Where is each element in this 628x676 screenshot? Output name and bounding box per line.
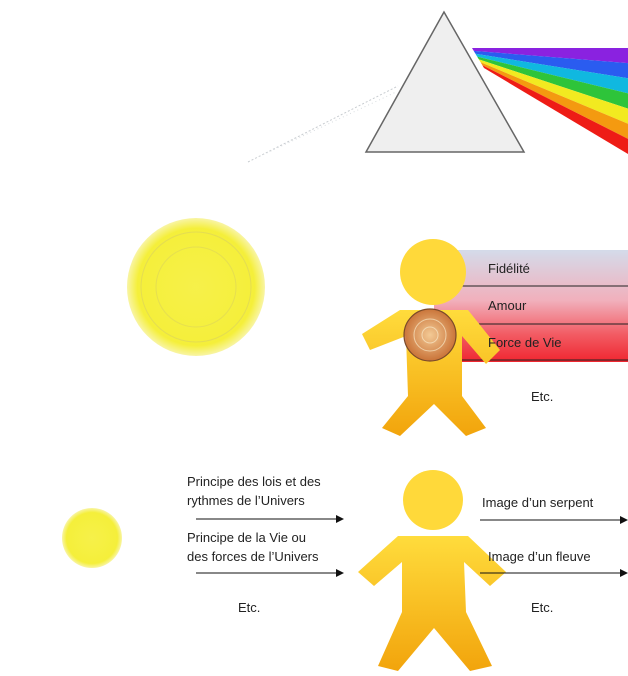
spectrum-ray bbox=[480, 62, 628, 139]
zodiac-coin-middle bbox=[404, 309, 456, 361]
label-amour: Amour bbox=[488, 298, 527, 313]
waveform-middle bbox=[127, 218, 265, 356]
bottom-left-arrows bbox=[196, 515, 344, 577]
label-image-fleuve: Image d’un fleuve bbox=[488, 549, 591, 564]
incoming-light-beam bbox=[247, 85, 399, 163]
spectrum-ray bbox=[478, 59, 628, 124]
label-etc-middle: Etc. bbox=[531, 389, 554, 404]
prism-triangle bbox=[364, 10, 526, 153]
label-principe-lois-line2: rythmes de l’Univers bbox=[187, 493, 305, 508]
label-principe-lois: Principe des lois et des rythmes de l’Un… bbox=[187, 472, 321, 510]
spectrum-ray bbox=[482, 65, 628, 154]
label-principe-vie: Principe de la Vie ou des forces de l’Un… bbox=[187, 528, 319, 566]
spectrum-rays bbox=[472, 48, 628, 154]
bottom-right-arrows bbox=[480, 516, 628, 577]
label-image-serpent: Image d’un serpent bbox=[482, 495, 594, 510]
label-principe-lois-line1: Principe des lois et des bbox=[187, 474, 321, 489]
label-fidelite: Fidélité bbox=[488, 261, 530, 276]
label-etc-bottom-left: Etc. bbox=[238, 600, 261, 615]
spectrum-ray bbox=[475, 53, 628, 94]
spectrum-ray bbox=[473, 50, 628, 79]
human-figure-middle bbox=[362, 239, 500, 436]
emotion-bands bbox=[434, 250, 628, 362]
label-etc-bottom-right: Etc. bbox=[531, 600, 554, 615]
sun-disc-middle bbox=[127, 218, 265, 356]
human-figure-bottom bbox=[358, 470, 506, 671]
label-force-de-vie: Force de Vie bbox=[488, 335, 562, 350]
spectrum-ray bbox=[477, 56, 628, 109]
waveform-bottom bbox=[62, 508, 122, 568]
label-principe-vie-line2: des forces de l’Univers bbox=[187, 549, 319, 564]
spectrum-ray bbox=[472, 48, 628, 64]
prism-group bbox=[247, 10, 628, 163]
label-principe-vie-line1: Principe de la Vie ou bbox=[187, 530, 307, 545]
sun-disc-bottom bbox=[62, 508, 122, 568]
emotion-band-area bbox=[434, 250, 628, 362]
